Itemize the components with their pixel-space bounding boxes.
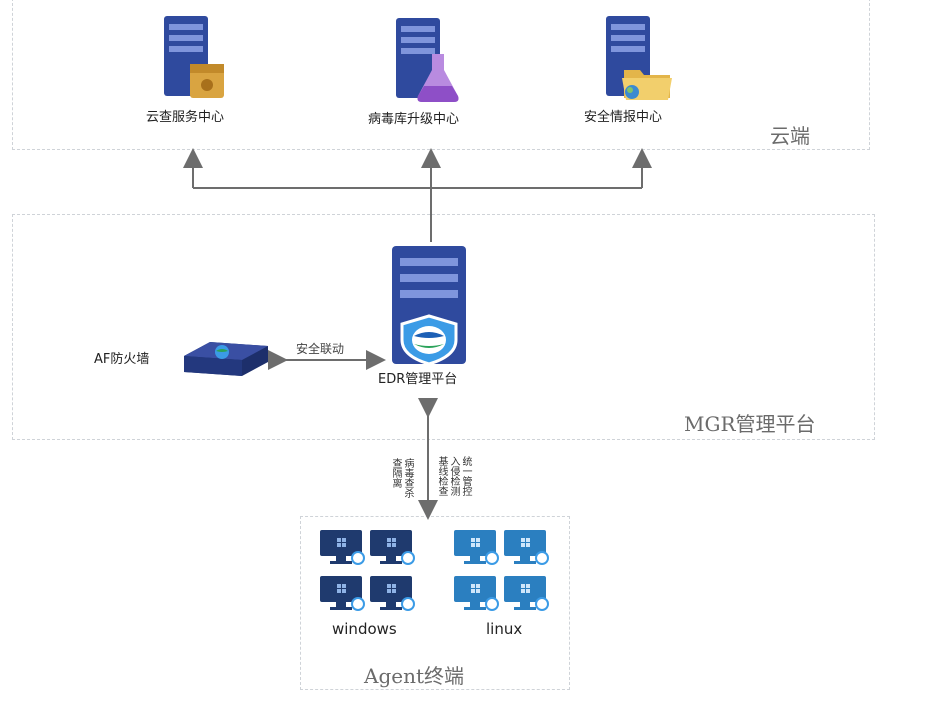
firewall-node[interactable]: AF防火墙 xyxy=(94,336,274,386)
cloud-node-virusdb[interactable]: 病毒库升级中心 xyxy=(368,14,502,127)
cloud-zone xyxy=(12,0,870,150)
agent-zone-label: Agent终端 xyxy=(364,664,464,688)
firewall-label: AF防火墙 xyxy=(94,352,150,367)
cloud-node-intel[interactable]: 安全情报中心 xyxy=(582,12,692,125)
edr-node[interactable]: EDR管理平台 xyxy=(372,244,492,394)
edr-label: EDR管理平台 xyxy=(378,372,458,387)
server-box-icon xyxy=(164,16,224,98)
windows-label: windows xyxy=(332,620,397,638)
firewall-appliance-icon xyxy=(184,342,268,376)
agent-link-right-text-2: 入侵检测 xyxy=(448,456,459,496)
linux-monitors-icon xyxy=(454,530,549,611)
cloud-zone-label: 云端 xyxy=(770,124,810,148)
monitor-icon xyxy=(320,530,365,565)
windows-monitors-icon xyxy=(320,530,415,611)
cloud-node-intel-label: 安全情报中心 xyxy=(584,110,663,125)
cloud-node-query[interactable]: 云查服务中心 xyxy=(140,12,250,125)
cloud-node-query-label: 云查服务中心 xyxy=(146,110,225,125)
server-shield-icon xyxy=(392,246,466,366)
agent-link-right-text-3: 统一管控 xyxy=(460,456,471,496)
agent-link-left-text-2: 病毒查杀 xyxy=(402,458,413,498)
mgr-zone-label: MGR管理平台 xyxy=(684,412,816,436)
af-edr-link-label: 安全联动 xyxy=(296,342,345,356)
server-folder-icon xyxy=(606,16,672,100)
mgr-zone xyxy=(12,214,875,440)
linux-agent-group[interactable] xyxy=(452,528,562,618)
cloud-node-virusdb-label: 病毒库升级中心 xyxy=(368,112,460,127)
server-flask-icon xyxy=(396,18,459,102)
linux-label: linux xyxy=(486,620,523,638)
agent-link-right-text-1: 基线检查 xyxy=(436,456,447,496)
agent-link-left-text-1: 查隔离 xyxy=(390,458,401,488)
windows-agent-group[interactable] xyxy=(318,528,428,618)
